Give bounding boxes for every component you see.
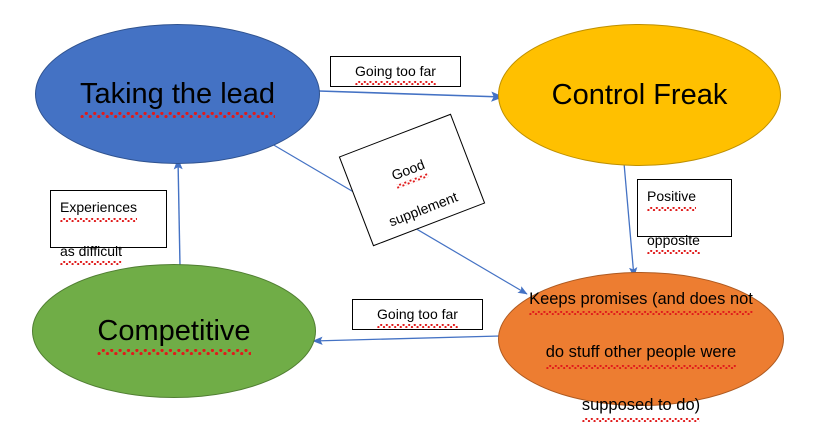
edge-label-good-supplement-text: Good supplement xyxy=(386,156,460,230)
edge-competitive-to-lead xyxy=(173,158,183,267)
node-keeps-promises[interactable]: Keeps promises (and does not do stuff ot… xyxy=(498,272,784,422)
node-competitive-label: Competitive xyxy=(41,312,306,356)
edge-label-going-too-far-top-text: Going too far xyxy=(355,61,436,85)
node-keeps-promises-label: Keeps promises (and does not do stuff ot… xyxy=(508,259,775,422)
edge-label-experiences-as-difficult-text: Experiences as difficult xyxy=(60,176,138,266)
node-competitive[interactable]: Competitive xyxy=(32,264,316,398)
edge-label-going-too-far-top[interactable]: Going too far xyxy=(330,56,461,87)
edge-label-positive-opposite[interactable]: Positive opposite xyxy=(637,179,732,255)
edge-label-going-too-far-bottom[interactable]: Going too far xyxy=(352,299,483,330)
edge-lead-to-control xyxy=(318,90,504,102)
edge-keeps-to-competitive xyxy=(312,335,501,345)
edge-label-positive-opposite-text: Positive opposite xyxy=(647,165,700,255)
node-taking-the-lead-label: Taking the lead xyxy=(44,75,310,119)
edge-label-going-too-far-bottom-text: Going too far xyxy=(377,304,458,328)
node-taking-the-lead[interactable]: Taking the lead xyxy=(35,24,320,164)
node-control-freak-label: Control Freak xyxy=(551,78,728,111)
node-control-freak[interactable]: Control Freak xyxy=(498,24,781,166)
edge-label-experiences-as-difficult[interactable]: Experiences as difficult xyxy=(50,190,167,266)
edge-control-to-keeps xyxy=(623,162,638,278)
